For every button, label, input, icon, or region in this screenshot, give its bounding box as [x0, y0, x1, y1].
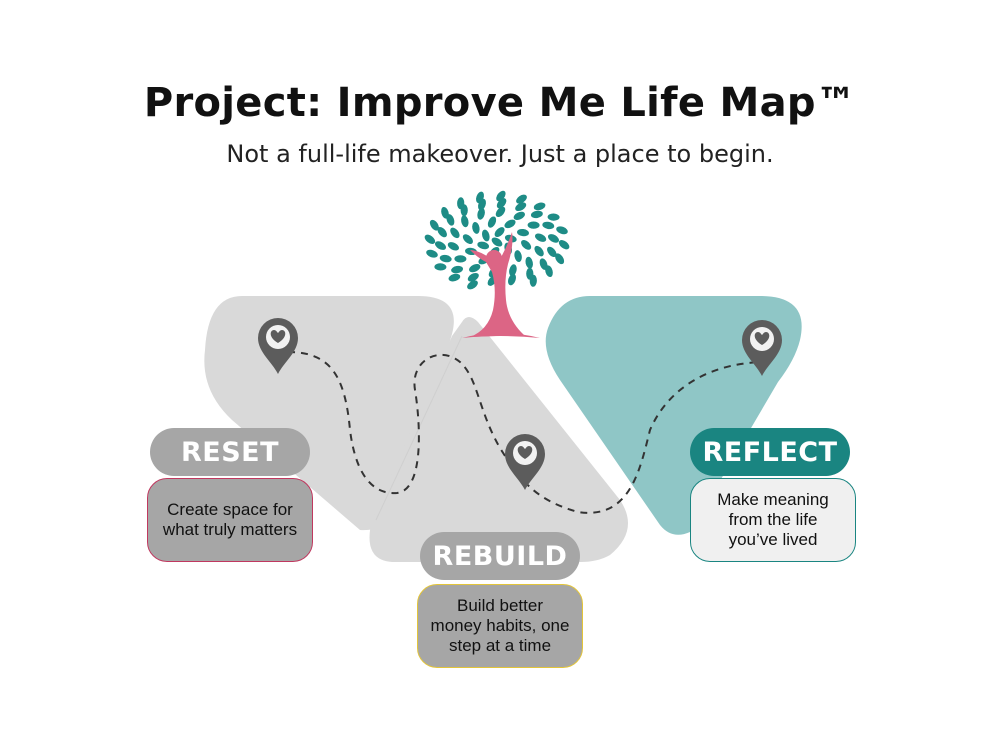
leaf-shape: [542, 221, 555, 230]
leaf-shape: [514, 250, 522, 263]
leaf-shape: [439, 254, 452, 263]
location-pin-heart-icon: [505, 434, 545, 490]
leaf-shape: [454, 255, 467, 263]
page-subtitle: Not a full-life makeover. Just a place t…: [226, 140, 774, 168]
leaf-shape: [457, 197, 465, 210]
leaf-shape: [472, 221, 480, 234]
reset-description: Create space for what truly matters: [147, 478, 313, 562]
leaf-shape: [515, 202, 527, 212]
leaf-shape: [548, 234, 559, 243]
leaf-shape: [527, 221, 540, 229]
leaf-shape: [429, 219, 439, 231]
journey-path: [287, 351, 761, 514]
leaf-shape: [476, 191, 484, 204]
leaf-shape: [517, 228, 529, 237]
reflect-label: REFLECT: [690, 428, 850, 476]
leaf-shape: [533, 202, 546, 211]
leaf-shape: [558, 240, 570, 250]
leaf-shape: [494, 227, 505, 238]
leaf-shape: [547, 213, 560, 221]
location-pin-heart-icon: [742, 320, 782, 376]
leaf-shape: [509, 264, 517, 277]
leaf-shape: [508, 273, 516, 286]
leaf-shape: [555, 253, 565, 265]
leaf-shape: [487, 216, 497, 228]
leaf-shape: [451, 265, 464, 274]
leaf-shape: [467, 280, 478, 290]
tree-person-logo-icon: [424, 190, 570, 338]
leaf-shape: [448, 273, 461, 282]
leaf-shape: [521, 240, 532, 250]
leaf-shape: [545, 265, 553, 278]
reflect-shape: [545, 296, 802, 535]
leaf-shape: [437, 226, 447, 238]
leaf-shape: [450, 227, 460, 239]
leaf-shape: [481, 229, 490, 242]
rebuild-description: Build better money habits, one step at a…: [417, 584, 583, 668]
leaf-shape: [556, 226, 568, 235]
rebuild-label: REBUILD: [420, 532, 580, 580]
leaf-shape: [547, 246, 557, 258]
leaf-shape: [441, 206, 449, 219]
leaf-shape: [513, 211, 525, 221]
leaf-shape: [447, 242, 459, 251]
leaf-shape: [446, 214, 455, 226]
leaf-shape: [539, 258, 548, 270]
leaf-shape: [529, 274, 537, 287]
leaf-shape: [477, 241, 490, 250]
reflect-description: Make meaning from the life you’ve lived: [690, 478, 856, 562]
leaf-shape: [530, 210, 543, 219]
leaf-shape: [462, 234, 473, 244]
leaf-shape: [467, 272, 479, 282]
leaf-shape: [461, 215, 469, 228]
leaf-shape: [477, 207, 485, 220]
leaf-shape: [496, 190, 506, 202]
leaf-shape: [426, 249, 438, 258]
location-pin-heart-icon: [258, 318, 298, 374]
page-title: Project: Improve Me Life Map™: [143, 80, 857, 126]
leaf-shape: [504, 219, 516, 229]
leaf-shape: [525, 256, 533, 269]
leaf-shape: [435, 241, 446, 250]
leaf-shape: [516, 194, 527, 204]
leaf-shape: [495, 206, 506, 218]
leaf-shape: [491, 237, 503, 247]
reset-label: RESET: [150, 428, 310, 476]
rebuild-shape: [369, 317, 628, 562]
leaf-shape: [469, 263, 481, 273]
leaf-shape: [535, 233, 547, 242]
leaf-shape: [424, 234, 436, 244]
leaf-shape: [434, 263, 447, 271]
leaf-shape: [534, 245, 544, 257]
